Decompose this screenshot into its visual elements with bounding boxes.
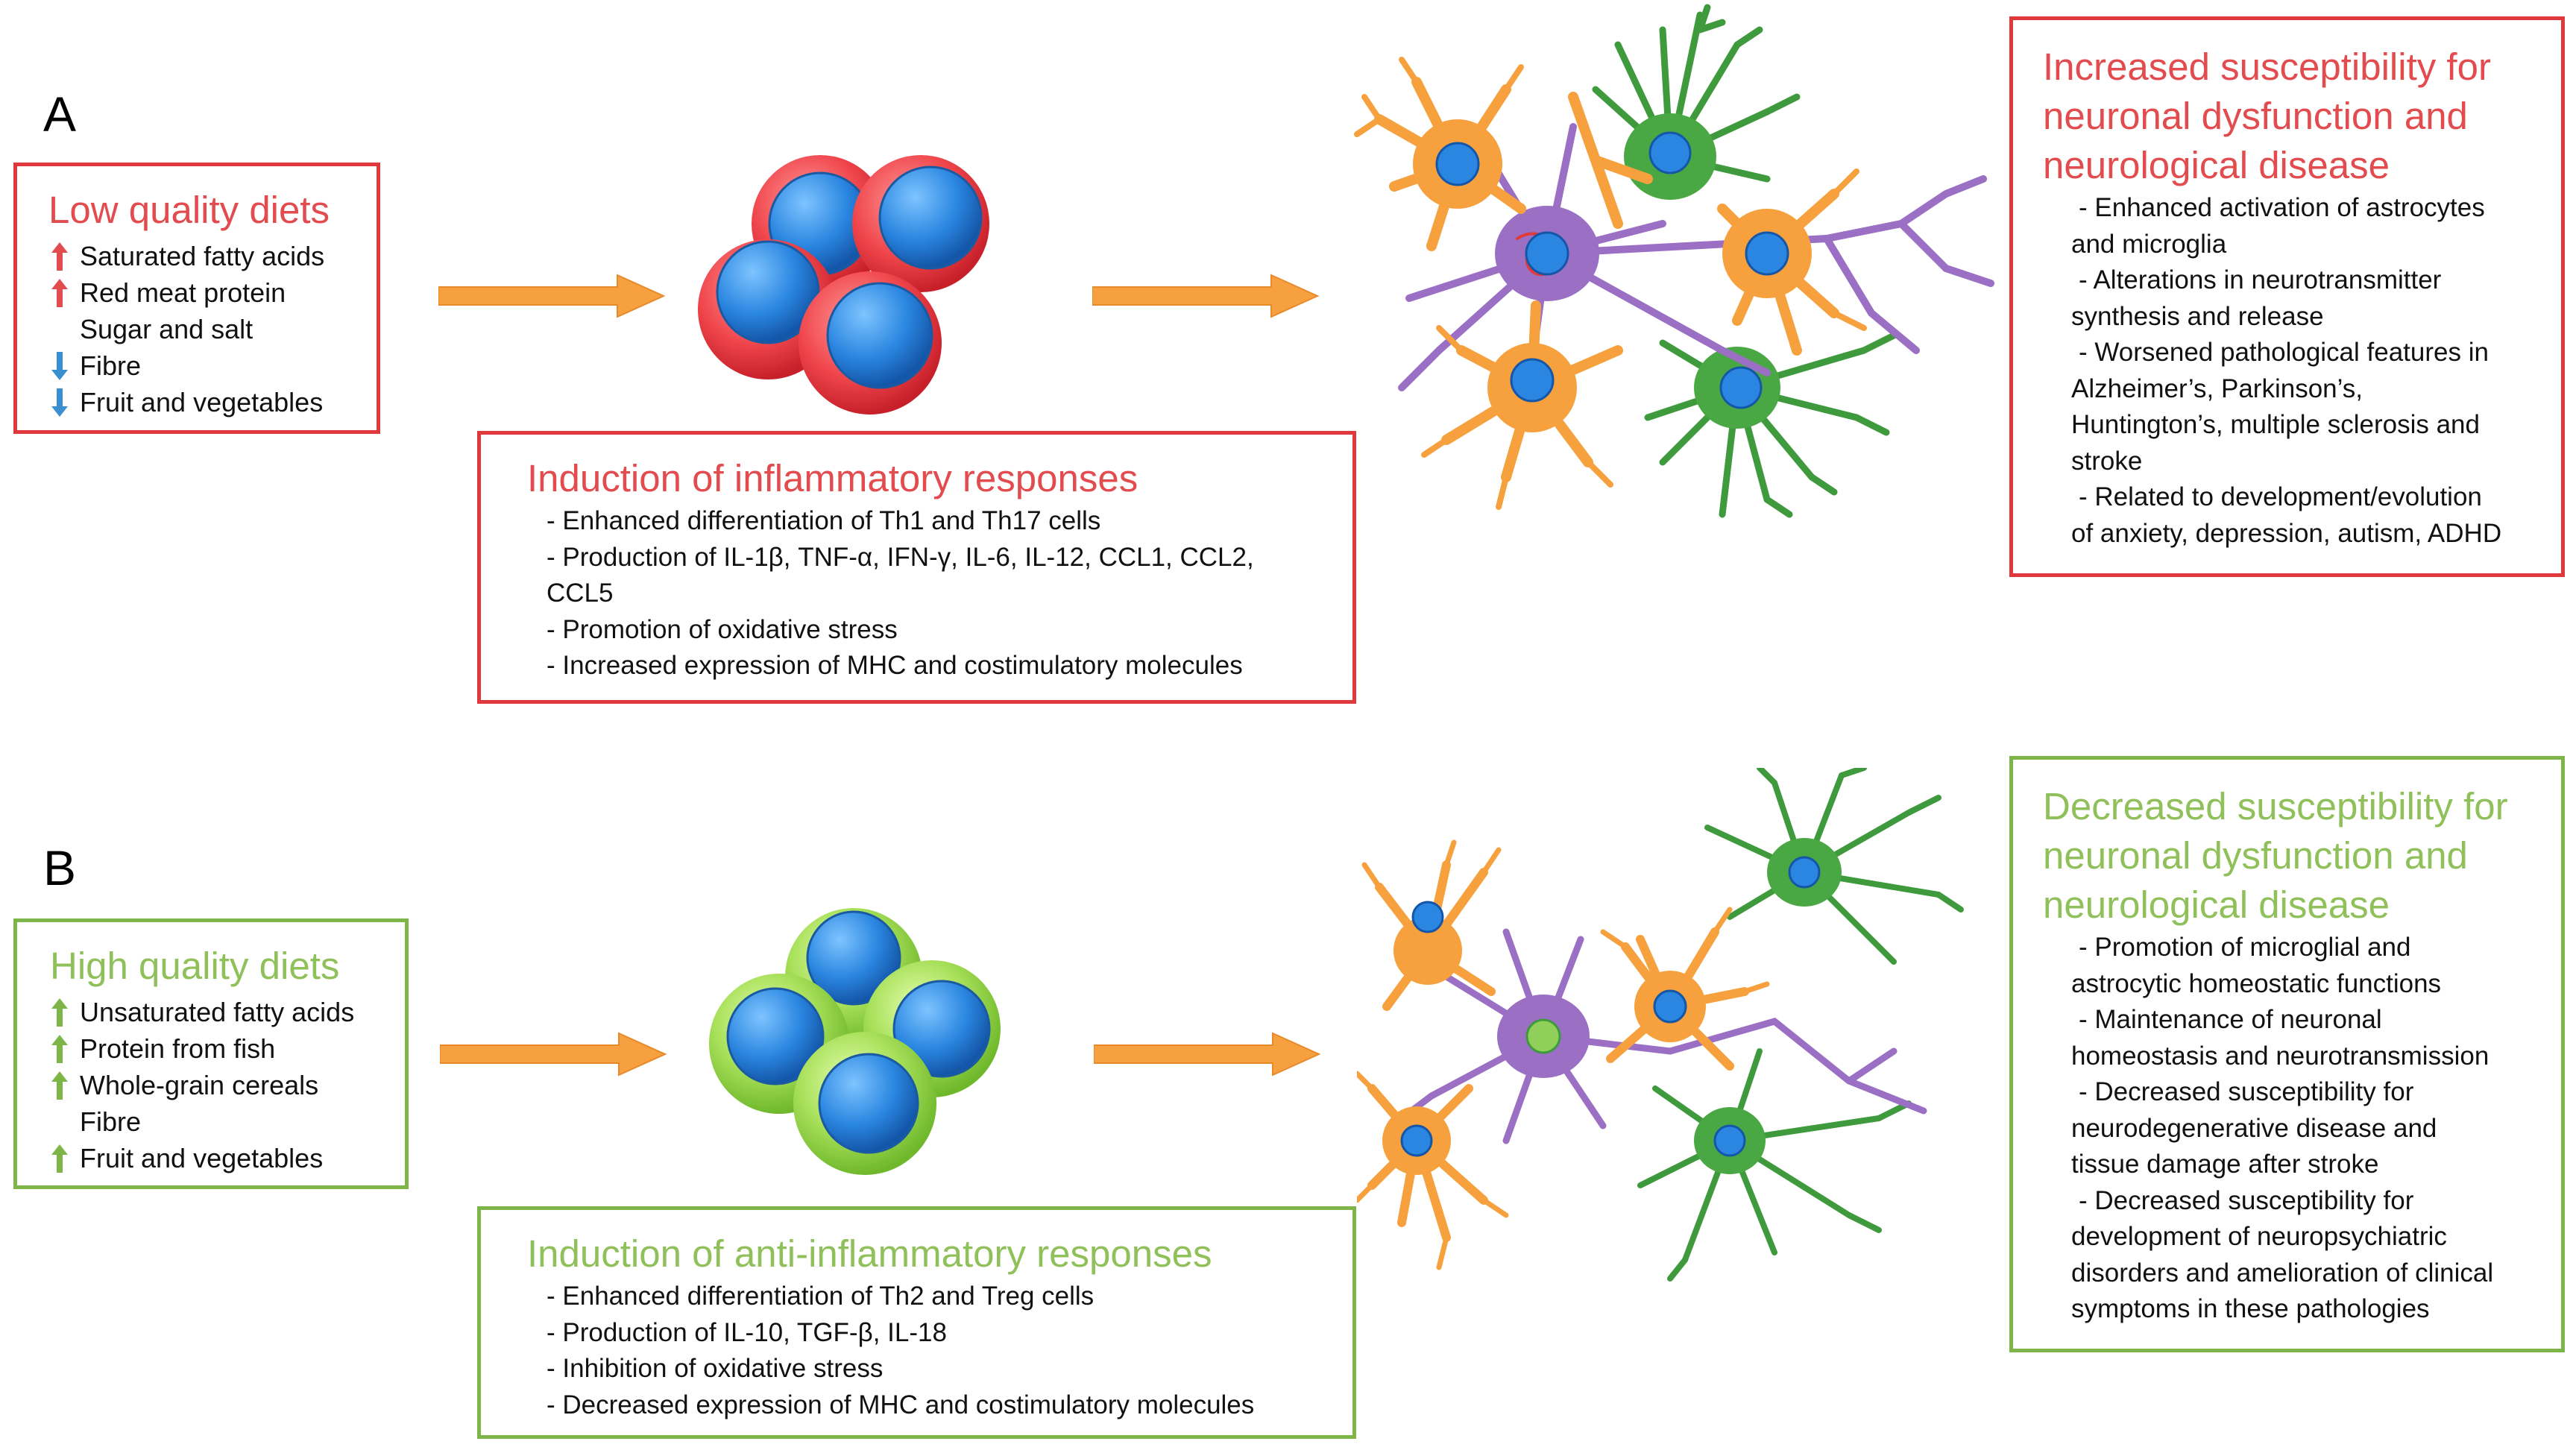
outcome-item: and microglia [2071, 229, 2227, 259]
diet-title: Low quality diets [48, 189, 330, 231]
outcome-title-line-3: neurological disease [2043, 144, 2390, 186]
outcome-item: - Promotion of microglial and [2079, 933, 2411, 962]
outcome-item: homeostasis and neurotransmission [2071, 1041, 2489, 1071]
response-item: - Production of IL-10, TGF-β, IL-18 [547, 1317, 947, 1347]
outcome-item: - Decreased susceptibility for [2079, 1077, 2414, 1106]
diet-list: Saturated fatty acids Red meat protein S… [47, 238, 362, 420]
outcome-item: symptoms in these pathologies [2071, 1294, 2430, 1323]
increased-susceptibility-box: Increased susceptibility for neuronal dy… [2009, 16, 2565, 577]
low-quality-diet-box: Low quality diets Saturated fatty acids … [13, 163, 380, 434]
outcome-item: neurodegenerative disease and [2071, 1113, 2437, 1143]
outcome-item: - Worsened pathological features in [2079, 338, 2489, 367]
homeostatic-glia-neurons-illustration [1357, 768, 1964, 1282]
outcome-title-line-3: neurological disease [2043, 883, 2390, 926]
anti-inflammatory-response-box: Induction of anti-inflammatory responses… [477, 1206, 1356, 1439]
response-list: - Enhanced differentiation of Th1 and Th… [547, 503, 1338, 684]
inflammatory-immune-cells [698, 155, 989, 415]
response-item: - Enhanced differentiation of Th1 and Th… [547, 506, 1101, 535]
diet-item: Unsaturated fatty acids [47, 994, 390, 1030]
response-item: - Decreased expression of MHC and costim… [547, 1390, 1255, 1419]
outcome-item: astrocytic homeostatic functions [2071, 968, 2442, 998]
arrow-up-icon [51, 242, 68, 271]
response-list: - Enhanced differentiation of Th2 and Tr… [547, 1279, 1338, 1423]
flow-arrow-diet-to-cells-a [438, 274, 666, 318]
diet-item: Saturated fatty acids [47, 238, 362, 274]
outcome-title-line-1: Decreased susceptibility for [2043, 785, 2508, 828]
diet-item: Whole-grain cereals [47, 1067, 390, 1103]
diet-list: Unsaturated fatty acids Protein from fis… [47, 994, 390, 1176]
arrow-up-icon [51, 998, 68, 1027]
response-item: CCL5 [547, 579, 614, 608]
outcome-item: Huntington’s, multiple sclerosis and [2071, 410, 2480, 439]
outcome-item: - Enhanced activation of astrocytes [2079, 193, 2485, 222]
panel-letter-b: B [43, 840, 77, 895]
diet-item: Protein from fish [47, 1030, 390, 1067]
diet-item: Fibre [80, 1106, 142, 1137]
diet-item: Red meat protein [47, 274, 362, 311]
response-title: Induction of inflammatory responses [527, 457, 1139, 499]
diet-item: Sugar and salt [80, 314, 253, 344]
outcome-item: - Maintenance of neuronal [2079, 1005, 2382, 1034]
outcome-title-line-2: neuronal dysfunction and [2043, 834, 2468, 877]
outcome-item: stroke [2071, 446, 2143, 476]
outcome-item: disorders and amelioration of clinical [2071, 1258, 2494, 1288]
flow-arrow-cells-to-brain-b [1094, 1032, 1321, 1077]
response-item: - Inhibition of oxidative stress [547, 1354, 884, 1383]
response-item: - Enhanced differentiation of Th2 and Tr… [547, 1282, 1095, 1311]
diet-item: Fruit and vegetables [47, 384, 362, 420]
arrow-down-icon [51, 388, 68, 417]
diet-item: Fibre [47, 347, 362, 384]
inflammatory-response-box: Induction of inflammatory responses - En… [477, 431, 1356, 704]
outcome-item: synthesis and release [2071, 301, 2324, 331]
arrow-up-icon [51, 1035, 68, 1063]
outcome-item: Alzheimer’s, Parkinson’s, [2071, 374, 2363, 403]
arrow-up-icon [51, 1071, 68, 1100]
outcome-item: - Alterations in neurotransmitter [2079, 265, 2442, 294]
outcome-title-line-1: Increased susceptibility for [2043, 45, 2491, 88]
outcome-list: - Promotion of microglial and astrocytic… [2071, 930, 2549, 1328]
response-item: - Increased expression of MHC and costim… [547, 651, 1243, 680]
outcome-item: tissue damage after stroke [2071, 1150, 2379, 1179]
activated-glia-neurons-illustration [1354, 4, 1994, 518]
arrow-up-icon [51, 279, 68, 307]
outcome-item: development of neuropsychiatric [2071, 1222, 2447, 1251]
diet-title: High quality diets [50, 945, 340, 987]
high-quality-diet-box: High quality diets Unsaturated fatty aci… [13, 918, 409, 1189]
outcome-item: - Decreased susceptibility for [2079, 1185, 2414, 1215]
outcome-item: - Related to development/evolution [2079, 482, 2482, 511]
anti-inflammatory-immune-cells [709, 908, 1001, 1175]
arrow-down-icon [51, 352, 68, 380]
response-title: Induction of anti-inflammatory responses [527, 1232, 1212, 1275]
flow-arrow-diet-to-cells-b [440, 1032, 667, 1077]
arrow-up-icon [51, 1144, 68, 1173]
response-item: - Production of IL-1β, TNF-α, IFN-γ, IL-… [547, 542, 1254, 572]
flow-arrow-cells-to-brain-a [1092, 274, 1320, 318]
response-item: - Promotion of oxidative stress [547, 614, 898, 644]
panel-letter-a: A [43, 86, 77, 142]
outcome-item: of anxiety, depression, autism, ADHD [2071, 518, 2502, 548]
outcome-title-line-2: neuronal dysfunction and [2043, 95, 2468, 137]
decreased-susceptibility-box: Decreased susceptibility for neuronal dy… [2009, 756, 2565, 1352]
diet-item: Fruit and vegetables [47, 1140, 390, 1176]
outcome-list: - Enhanced activation of astrocytes and … [2071, 190, 2549, 552]
